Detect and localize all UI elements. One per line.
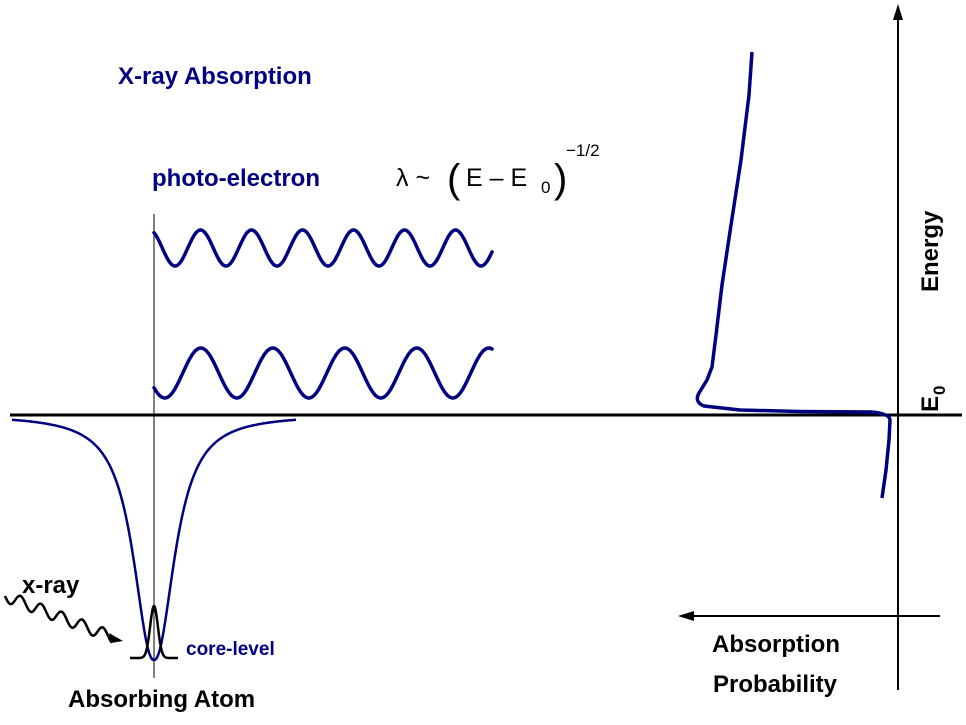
core-level-peak [130, 604, 178, 660]
formula-body: E – E [466, 164, 527, 192]
energy-axis-arrowhead [893, 4, 903, 20]
photoelectron-wave-long [152, 346, 494, 400]
absorption-axis-arrowhead [678, 611, 694, 621]
wavelength-formula: λ ~ ( E – E 0 ) −1/2 [396, 141, 600, 201]
core-level-label: core-level [186, 639, 275, 660]
energy-axis-label: Energy [917, 210, 944, 292]
incoming-xray-wave [3, 594, 113, 644]
absorption-label-line2: Probability [713, 671, 838, 698]
formula-open-paren: ( [447, 157, 461, 201]
formula-close-paren: ) [554, 157, 567, 201]
xray-arrowhead [109, 633, 123, 643]
e0-label-text: E [917, 396, 944, 412]
formula-exponent: −1/2 [566, 141, 600, 160]
formula-lambda: λ ~ [396, 164, 430, 192]
diagram-title: X-ray Absorption [118, 63, 312, 90]
xray-label: x-ray [22, 572, 80, 599]
absorbing-atom-label: Absorbing Atom [68, 686, 255, 713]
absorption-spectrum-curve-below-edge [871, 410, 892, 499]
e0-label-subscript: 0 [930, 386, 949, 395]
absorption-label-line1: Absorption [712, 631, 840, 658]
photo-electron-label: photo-electron [152, 165, 320, 192]
atomic-potential-well [11, 418, 297, 662]
e0-label: E 0 [917, 386, 949, 412]
formula-subscript: 0 [541, 178, 550, 197]
photoelectron-wave-short [152, 228, 494, 268]
absorption-spectrum-curve-above-edge [695, 51, 873, 414]
